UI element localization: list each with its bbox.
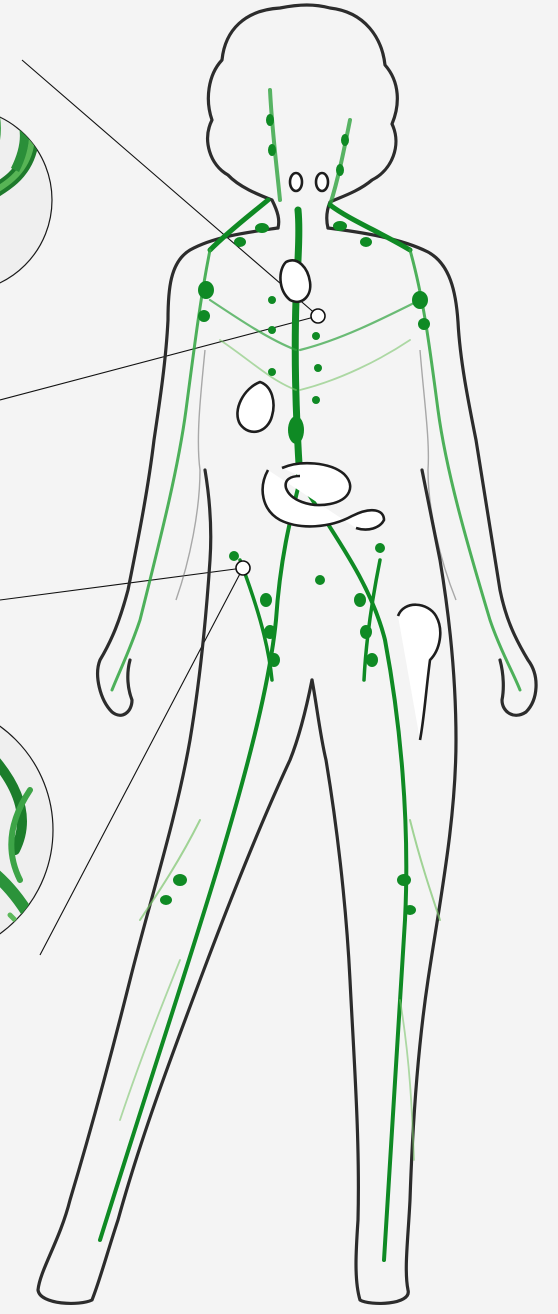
lymph-node: [418, 318, 430, 330]
lymph-node: [360, 625, 372, 639]
spleen: [237, 382, 273, 432]
lymph-node: [336, 164, 344, 176]
lymph-vessel: [300, 300, 420, 350]
lower-left-inset: [0, 702, 53, 965]
lymph-node: [341, 134, 349, 146]
lymph-node: [268, 326, 276, 334]
lymph-node: [198, 310, 210, 322]
lymph-node: [198, 281, 214, 299]
groin-node-callout[interactable]: [236, 561, 250, 575]
lymph-node: [314, 364, 322, 372]
lymph-vessel: [240, 560, 272, 680]
lymph-node: [333, 221, 347, 231]
upper-inset-frame: [0, 108, 52, 292]
lymph-vessel: [410, 820, 440, 920]
lymph-node: [312, 396, 320, 404]
hip-bone: [398, 605, 440, 740]
lymph-node: [173, 874, 187, 886]
lymph-node: [268, 653, 280, 667]
lymph-node: [288, 416, 304, 444]
lymph-node: [397, 874, 411, 886]
upper-left-inset: [0, 60, 52, 292]
lymph-node: [255, 223, 269, 233]
lymph-node: [266, 114, 274, 126]
lymph-node: [260, 593, 272, 607]
lymph-node: [234, 237, 246, 247]
chest-node-callout[interactable]: [311, 309, 325, 323]
lymph-vessel: [100, 480, 300, 1240]
lymph-node: [360, 237, 372, 247]
lymph-vessel: [330, 120, 350, 205]
lymph-node: [160, 895, 172, 905]
lymph-node: [315, 575, 325, 585]
lymph-node: [354, 593, 366, 607]
lymph-node: [366, 653, 378, 667]
lower-inset-frame: [0, 702, 53, 958]
lymph-node: [404, 905, 416, 915]
thymus: [280, 260, 310, 301]
lymph-vessel: [300, 480, 406, 1260]
body-outline: [38, 5, 536, 1303]
lymph-node: [264, 625, 276, 639]
intestines: [263, 463, 384, 529]
tonsil-right: [316, 173, 328, 191]
lymph-vessel: [112, 250, 210, 690]
lymph-node: [375, 543, 385, 553]
tonsil-left: [290, 173, 302, 191]
lymph-node: [268, 296, 276, 304]
lymph-node: [268, 144, 276, 156]
lymph-node: [268, 368, 276, 376]
lymph-node: [312, 332, 320, 340]
lymph-node: [229, 551, 239, 561]
lymph-node: [412, 291, 428, 309]
